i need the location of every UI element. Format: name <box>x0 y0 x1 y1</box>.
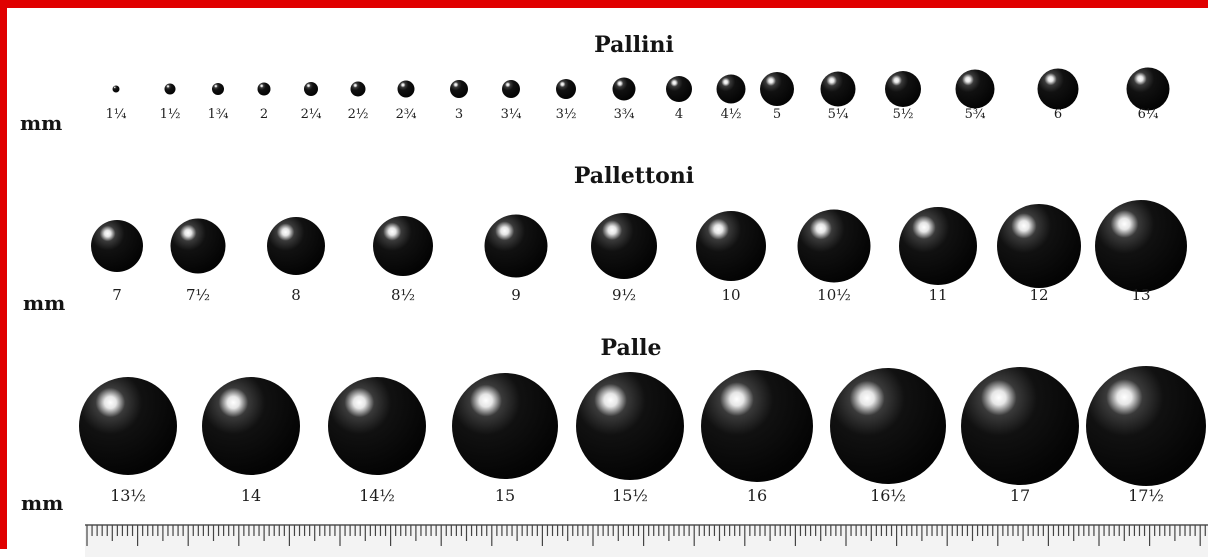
pallettoni-ball <box>591 213 657 279</box>
palle-size-label: 17 <box>1009 486 1031 505</box>
pallini-ball <box>450 80 468 98</box>
pallettoni-ball <box>373 216 433 276</box>
pallini-size-label: 1¾ <box>207 107 229 122</box>
pallettoni-ball <box>899 207 977 285</box>
section-title-palle: Palle <box>600 335 662 361</box>
pallini-ball <box>164 83 176 95</box>
pallini-size-label: 5¼ <box>827 107 849 122</box>
pallini-size-label: 4½ <box>720 107 742 122</box>
palle-ball <box>576 372 684 480</box>
pallettoni-ball <box>267 217 325 275</box>
pallini-size-label: 1¼ <box>105 107 127 122</box>
pallini-size-label: 2¼ <box>300 107 322 122</box>
pallini-ball <box>1126 67 1170 111</box>
palle-size-label: 17½ <box>1128 486 1164 505</box>
palle-ball <box>79 377 177 475</box>
pallini-ball <box>350 81 366 97</box>
palle-ball <box>328 377 426 475</box>
pallettoni-size-label: 8 <box>291 286 301 304</box>
pallettoni-ball <box>997 204 1081 288</box>
pallettoni-size-label: 8½ <box>390 286 416 304</box>
pallettoni-size-label: 9½ <box>611 286 637 304</box>
pallini-size-label: 2¾ <box>395 107 417 122</box>
pallettoni-size-label: 7½ <box>185 286 211 304</box>
pallini-ball <box>502 80 520 98</box>
pallettoni-size-label: 13 <box>1131 286 1151 304</box>
palle-ball <box>1086 366 1206 486</box>
pallini-ball <box>885 71 921 107</box>
palle-size-label: 14 <box>240 486 262 505</box>
palle-ball <box>830 368 946 484</box>
pallini-size-label: 6¼ <box>1137 107 1159 122</box>
pallettoni-size-label: 7 <box>112 286 122 304</box>
pallettoni-ball <box>797 209 871 283</box>
pallettoni-ball <box>696 211 766 281</box>
unit-label-pallettoni: mm <box>23 291 66 315</box>
pallini-size-label: 3¼ <box>500 107 522 122</box>
palle-ball <box>452 373 558 479</box>
palle-size-label: 13½ <box>110 486 146 505</box>
pallini-ball <box>955 69 995 109</box>
pallini-size-label: 5 <box>772 107 782 122</box>
pallini-size-label: 1½ <box>159 107 181 122</box>
palle-size-label: 16 <box>746 486 768 505</box>
section-title-pallettoni: Pallettoni <box>573 163 695 189</box>
pallini-ball <box>397 80 415 98</box>
palle-ball <box>701 370 813 482</box>
palle-ball <box>202 377 300 475</box>
pallini-ball <box>612 77 636 101</box>
pallini-ball <box>716 74 746 104</box>
pallini-ball <box>820 71 856 107</box>
pallini-size-label: 2 <box>259 107 269 122</box>
pallini-ball <box>257 82 271 96</box>
pallini-size-label: 5¾ <box>964 107 986 122</box>
palle-size-label: 15 <box>494 486 516 505</box>
pallettoni-ball <box>170 218 226 274</box>
unit-label-palle: mm <box>21 491 64 515</box>
pallini-ball <box>212 83 224 95</box>
pallini-size-label: 3¾ <box>613 107 635 122</box>
palle-ball <box>961 367 1079 485</box>
palle-size-label: 14½ <box>359 486 395 505</box>
pallettoni-ball <box>91 220 143 272</box>
pallini-size-label: 5½ <box>892 107 914 122</box>
pallettoni-size-label: 9 <box>511 286 521 304</box>
pallettoni-size-label: 11 <box>928 286 948 304</box>
section-title-pallini: Pallini <box>594 32 674 58</box>
pallini-ball <box>304 82 318 96</box>
pallettoni-size-label: 10½ <box>817 286 851 304</box>
pallini-ball <box>556 79 576 99</box>
pallini-size-label: 4 <box>674 107 684 122</box>
palle-size-label: 16½ <box>870 486 906 505</box>
pallini-ball <box>666 76 692 102</box>
pallini-ball <box>760 72 794 106</box>
unit-label-pallini: mm <box>20 111 63 135</box>
pallini-size-label: 3 <box>454 107 464 122</box>
pallettoni-size-label: 12 <box>1029 286 1049 304</box>
pallini-ball <box>1037 68 1079 110</box>
pallini-size-label: 3½ <box>555 107 577 122</box>
millimeter-ruler <box>85 524 1208 557</box>
pallettoni-size-label: 10 <box>721 286 741 304</box>
pallini-size-label: 6 <box>1053 107 1063 122</box>
pallettoni-ball <box>484 214 548 278</box>
pallettoni-ball <box>1095 200 1187 292</box>
pallini-size-label: 2½ <box>347 107 369 122</box>
pallini-ball <box>112 85 120 93</box>
palle-size-label: 15½ <box>612 486 648 505</box>
